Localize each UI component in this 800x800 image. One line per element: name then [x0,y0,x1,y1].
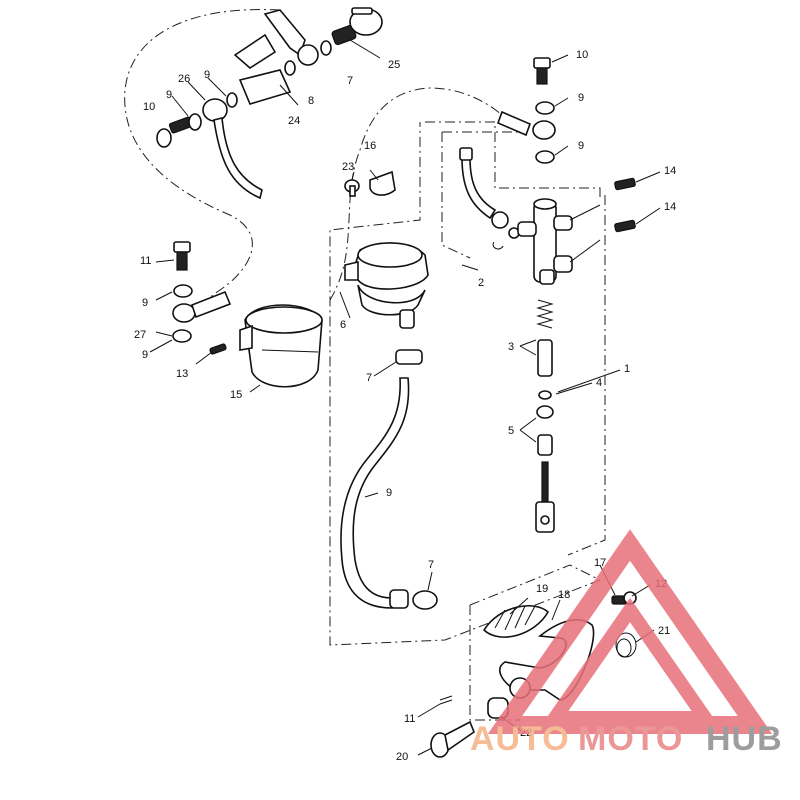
watermark-logo: AUTO MOTO HUB [470,529,783,758]
banjo-union-right [496,110,556,140]
return-spring [615,632,637,658]
piston-seal [538,390,552,400]
boot [537,434,553,456]
callout-19: 19 [536,583,548,595]
split-pin [439,695,453,705]
dash-route-upper [124,9,281,313]
bolt-upper [614,177,636,191]
callout-23: 23 [342,161,354,173]
callout-3: 3 [508,341,514,353]
callout-9-e: 9 [578,92,584,104]
circlip-inlet [492,241,504,250]
callout-15: 15 [230,389,242,401]
callout-labels: 25 24 7 8 9 26 9 10 10 9 9 16 23 14 14 2… [134,49,676,763]
master-cylinder-body [517,198,573,285]
callout-5: 5 [508,425,514,437]
callout-9-b: 8 [308,95,314,107]
washer-upper-a [226,92,238,108]
callout-10-a: 10 [143,101,155,113]
callout-27: 27 [134,329,146,341]
bolt-lower [614,219,636,233]
callout-8: 9 [386,487,392,499]
callout-16: 16 [364,140,376,152]
dash-route-hose [329,87,516,301]
washer-right-a [535,101,555,115]
union-24 [233,33,292,105]
reservoir-hose [340,377,410,609]
callout-4: 4 [596,377,602,389]
leader-lines [149,39,661,756]
callout-6: 6 [340,319,346,331]
hose-clamp-lower [412,590,438,610]
callout-14-b: 14 [664,201,676,213]
dash-box-master [329,121,606,646]
bracket-screw [209,343,227,355]
callout-17: 17 [594,557,606,569]
callout-7-b: 7 [428,559,434,571]
watermark-hub: HUB [706,720,783,758]
callout-12: 11 [404,713,415,725]
seal-ring [536,405,554,419]
reservoir-cap [344,242,429,329]
callout-9-g: 9 [142,297,148,309]
callout-14-a: 14 [664,165,676,177]
callout-1: 1 [624,363,630,375]
pedal-rubber [482,605,550,638]
rivet [344,179,360,197]
banjo-bolt-left-upper [156,116,194,148]
callout-7-a: 7 [366,372,372,384]
hose-clamp-upper [395,349,423,365]
pipe-union-upper [263,9,319,66]
callout-9-h: 9 [142,349,148,361]
piston [537,339,553,377]
callout-10-c: 11 [140,255,151,267]
watermark-triangle-inner [541,597,719,725]
piston-spring [536,299,554,329]
callout-25: 25 [388,59,400,71]
banjo-union-mid [172,290,232,323]
washer-mid-a [173,284,193,298]
washer-upper-c [320,40,332,56]
banjo-union-upper [202,98,263,200]
callout-18: 18 [558,589,570,601]
callout-2: 2 [478,277,484,289]
callout-24: 24 [288,115,300,127]
callout-20: 20 [396,751,408,763]
hose-end [389,589,409,609]
watermark-moto: MOTO [578,720,683,758]
banjo-bolt-right [533,57,551,85]
callout-21: 21 [658,625,670,637]
watermark-auto: AUTO [470,720,570,758]
washer-mid-b [172,329,192,343]
callout-9-a: 7 [347,75,353,87]
inlet-pipe [459,147,509,229]
washer-right-b [535,150,555,164]
callout-10-b: 10 [576,49,588,61]
clevis-pin [430,720,475,758]
reservoir-bracket [239,304,323,388]
callout-26: 26 [178,73,190,85]
callout-13: 13 [176,368,188,380]
brake-light-switch [331,7,383,46]
push-rod [535,461,555,533]
callout-9-c: 9 [204,69,210,81]
callout-9-f: 9 [578,140,584,152]
dash-box-inner [441,131,522,259]
callout-9-d: 9 [166,89,172,101]
washer-26 [188,113,202,131]
banjo-bolt-left-mid [173,241,191,271]
washer-upper-b [284,60,296,76]
